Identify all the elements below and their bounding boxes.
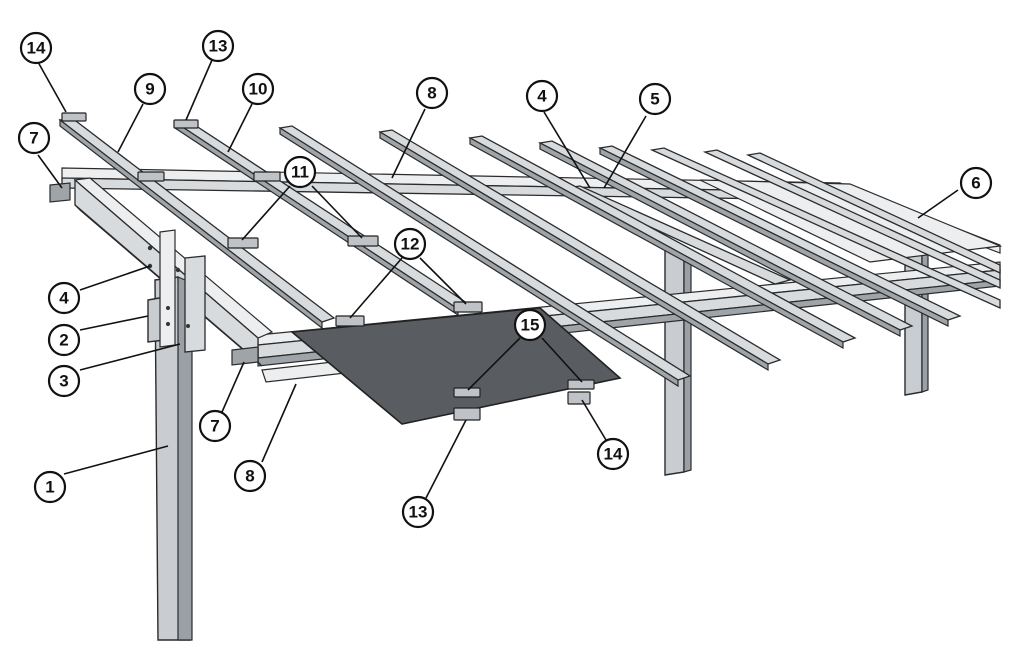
callout-label: 7 — [29, 129, 38, 148]
callout-14-bottom: 14 — [596, 437, 630, 471]
callout-label: 4 — [59, 289, 69, 308]
callout-label: 6 — [971, 174, 980, 193]
callout-7-top: 7 — [17, 121, 51, 155]
callout-3: 3 — [47, 364, 81, 398]
callout-8-bottom: 8 — [233, 459, 267, 493]
callout-9: 9 — [133, 72, 167, 106]
callout-11: 11 — [283, 155, 317, 189]
callout-label: 4 — [537, 87, 547, 106]
mounting-rails — [58, 117, 1001, 388]
callout-label: 2 — [59, 331, 68, 350]
callout-label: 1 — [45, 478, 54, 497]
callout-12: 12 — [393, 227, 427, 261]
callout-label: 14 — [27, 39, 46, 58]
callout-label: 5 — [650, 90, 659, 109]
beam-end-cap-front — [231, 346, 259, 366]
callout-14-top: 14 — [19, 31, 53, 65]
callout-6: 6 — [959, 166, 993, 200]
callout-label: 8 — [427, 84, 436, 103]
callout-4-left: 4 — [47, 281, 81, 315]
callout-label: 13 — [409, 503, 428, 522]
callout-15: 15 — [513, 308, 547, 342]
leader-lines — [37, 59, 959, 499]
callout-label: 13 — [209, 37, 228, 56]
callout-2: 2 — [47, 323, 81, 357]
callout-label: 10 — [249, 80, 268, 99]
callout-label: 9 — [145, 80, 154, 99]
callout-label: 7 — [210, 417, 219, 436]
callout-label: 11 — [291, 163, 309, 182]
callout-13-bottom: 13 — [401, 495, 435, 529]
beam-end-cap-top — [49, 182, 71, 203]
front-support-post — [147, 229, 206, 641]
callout-4-top: 4 — [525, 79, 559, 113]
callout-label: 14 — [604, 445, 623, 464]
callout-1: 1 — [33, 470, 67, 504]
callout-5: 5 — [638, 82, 672, 116]
callout-10: 10 — [241, 72, 275, 106]
callout-7-bottom: 7 — [198, 409, 232, 443]
callout-label: 8 — [245, 467, 254, 486]
rail-clamps — [61, 112, 595, 421]
callout-label: 3 — [59, 372, 68, 391]
callout-label: 12 — [401, 235, 420, 254]
callout-label: 15 — [521, 316, 540, 335]
callout-8-top: 8 — [415, 76, 449, 110]
callout-13-top: 13 — [201, 29, 235, 63]
